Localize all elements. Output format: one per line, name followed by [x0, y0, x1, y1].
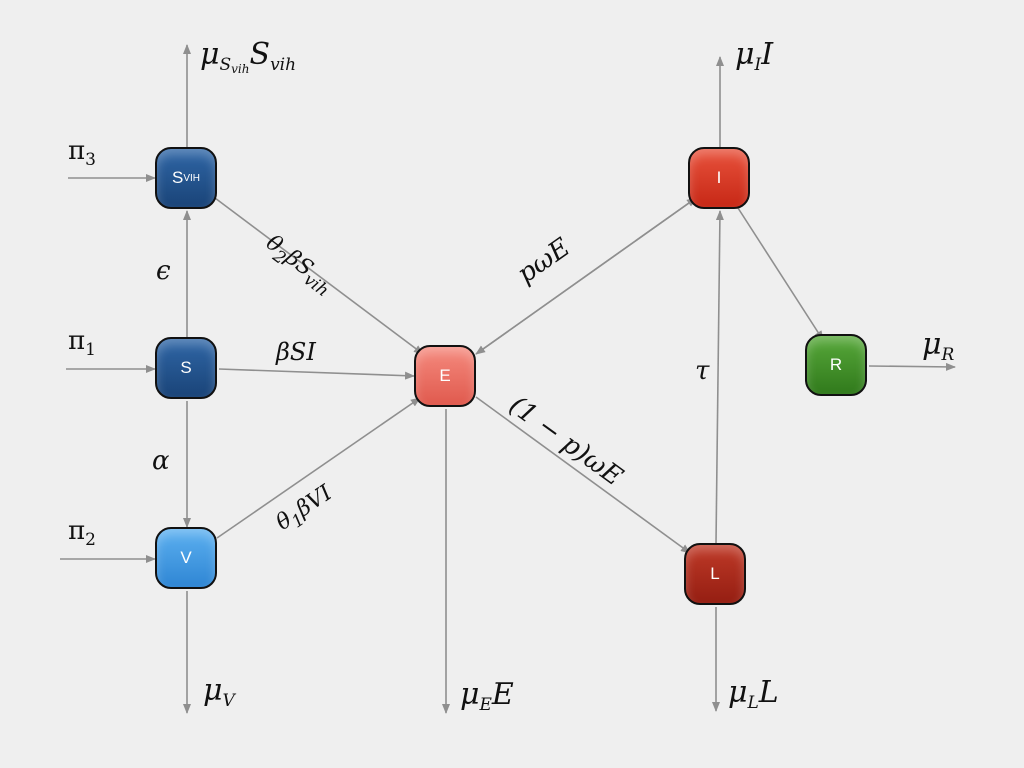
node-r: R [805, 334, 867, 396]
label-pi1: π1 [68, 326, 96, 360]
arrow-svih-to-e [214, 197, 424, 355]
label-mu-r: μR [922, 327, 955, 365]
node-i-label: I [716, 168, 722, 187]
node-s: S [155, 337, 217, 399]
label-pi3: π3 [68, 136, 96, 170]
label-epsilon: ϵ [156, 256, 171, 286]
node-v: V [155, 527, 217, 589]
label-mu-e: μEE [460, 677, 514, 715]
arrow-i-to-e [475, 197, 697, 355]
node-l: L [684, 543, 746, 605]
arrow-e-to-l [475, 396, 691, 554]
node-s-label: S [180, 358, 192, 377]
arrow-v-to-e [216, 397, 421, 539]
node-e: E [414, 345, 476, 407]
label-mu-v: μV [203, 673, 235, 711]
node-l-label: L [710, 564, 720, 583]
label-tau: τ [695, 356, 710, 386]
arrow-s-to-e [218, 368, 415, 380]
arrow-r-death [868, 362, 956, 371]
label-mu-svih: μSvihSvih [200, 37, 297, 76]
arrow-l-to-i [715, 210, 724, 544]
label-alpha: α [152, 446, 170, 476]
label-beta-si: βSI [276, 338, 316, 366]
arrow-i-to-r [737, 207, 824, 341]
label-mu-l: μLL [728, 675, 779, 713]
node-i: I [688, 147, 750, 209]
label-mu-i: μII [735, 37, 774, 75]
node-r-label: R [829, 355, 843, 374]
node-v-label: V [180, 548, 192, 567]
label-pi2: π2 [68, 516, 96, 550]
node-svih-sub: VIH [183, 172, 200, 184]
node-svih-label: S [171, 168, 184, 187]
node-e-label: E [439, 366, 451, 385]
